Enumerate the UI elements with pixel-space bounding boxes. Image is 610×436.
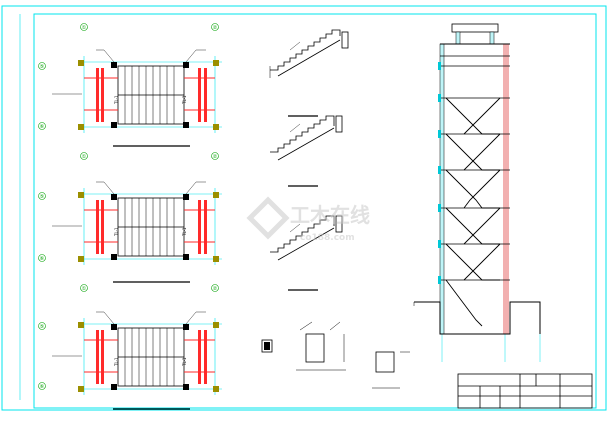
column-detail xyxy=(261,339,273,353)
grid-label-5: ⑤ xyxy=(40,324,44,330)
beam-label: TL-1 xyxy=(114,227,119,237)
stair-plan-1: ① ② ⑤ ⑥ TL-1 TL-1 xyxy=(38,23,222,147)
beam-section-detail-2 xyxy=(372,351,410,389)
grid-label-5: ⑤ xyxy=(40,64,44,70)
watermark-subtext: co188.com xyxy=(300,233,355,243)
grid-label-5: ⑤ xyxy=(40,194,44,200)
stair-plan-3: ① ② ⑤ ⑥ TL-1 TL-1 xyxy=(38,284,222,410)
title-block xyxy=(457,373,593,409)
beam-label: TL-1 xyxy=(114,357,119,367)
beam-label: TL-1 xyxy=(114,95,119,105)
grid-label-1: ① xyxy=(82,286,87,292)
stair-plan-2: ① ② ⑤ ⑥ TL-1 TL-1 xyxy=(38,152,222,283)
grid-label-1: ① xyxy=(82,25,87,31)
beam-label: TL-1 xyxy=(182,95,187,105)
beam-section-detail-1 xyxy=(296,321,346,371)
beam-label: TL-1 xyxy=(182,227,187,237)
stair-section-1 xyxy=(269,29,349,117)
grid-label-6: ⑥ xyxy=(40,124,45,130)
grid-label-1: ① xyxy=(82,154,87,160)
stair-section-2 xyxy=(270,115,343,187)
beam-label: TL-1 xyxy=(182,357,187,367)
drawing-frame xyxy=(1,5,607,411)
grid-label-2: ② xyxy=(213,286,218,292)
watermark: 工木在线 co188.com xyxy=(246,196,370,243)
stair-elevation xyxy=(413,23,541,362)
grid-label-6: ⑥ xyxy=(40,384,45,390)
grid-label-6: ⑥ xyxy=(40,256,45,262)
grid-label-2: ② xyxy=(213,25,218,31)
watermark-text: 工木在线 xyxy=(290,203,370,227)
grid-label-2: ② xyxy=(213,154,218,160)
stair-section-3 xyxy=(270,215,343,291)
